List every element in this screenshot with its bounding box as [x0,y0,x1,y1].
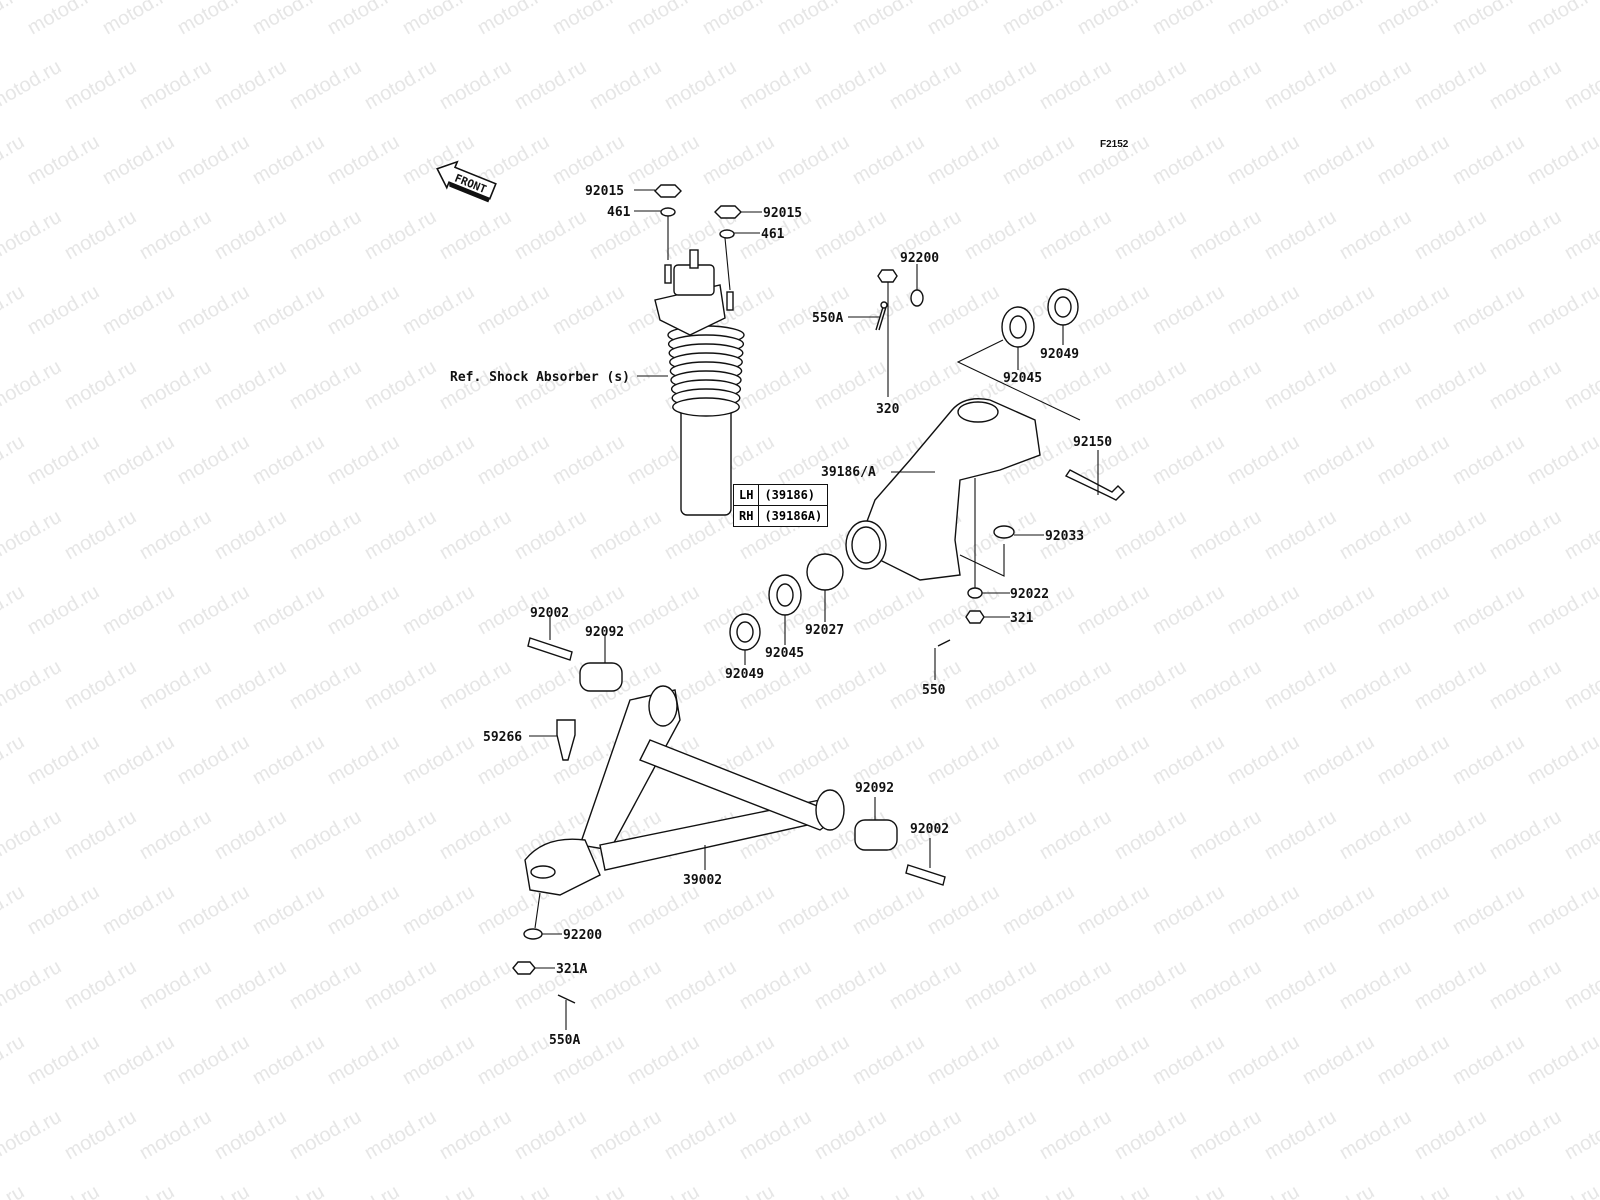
washer-92200-bottom [523,928,543,940]
nut-321A [512,961,536,975]
nut-321 [965,610,985,624]
cotter-550A-bottom [557,994,576,1004]
label-92200-top: 92200 [900,251,939,266]
label-92033: 92033 [1045,529,1084,544]
label-92015-right: 92015 [763,206,802,221]
label-92045-bottom: 92045 [765,646,804,661]
label-550A-top: 550A [812,311,843,326]
label-92045-top: 92045 [1003,371,1042,386]
label-39002: 39002 [683,873,722,888]
shock-absorber [654,249,745,516]
nut-92015-left [654,184,682,198]
label-92200-bottom: 92200 [563,928,602,943]
circlip-92033 [993,525,1015,539]
steering-knuckle [845,398,1041,581]
label-92015-left: 92015 [585,184,624,199]
a-arm-39002 [524,685,845,896]
figure-code: F2152 [1100,139,1129,150]
label-550: 550 [922,683,946,698]
washer-461-left [660,207,676,217]
variant-side: RH [732,505,760,527]
washer-461-right [719,229,735,239]
bolt-92150 [1064,469,1125,501]
bushing-92092-left [579,662,623,692]
label-92022: 92022 [1010,587,1049,602]
nut-320 [877,269,898,283]
spring-coil [672,397,740,417]
variant-side: LH [732,484,760,506]
variant-part: (39186A) [758,505,829,527]
label-92092-left: 92092 [585,625,624,640]
label-92002-left: 92002 [530,606,569,621]
label-320: 320 [876,402,900,417]
label-321: 321 [1010,611,1034,626]
label-92027: 92027 [805,623,844,638]
label-550A-bottom: 550A [549,1033,580,1048]
leader-lines [529,189,1099,1030]
bolt-92002-left [527,637,573,661]
reference-note: Ref. Shock Absorber (s) [450,370,630,385]
label-92049-bottom: 92049 [725,667,764,682]
cotter-550 [937,639,951,647]
bushing-92092-right [854,819,898,851]
label-59266: 59266 [483,730,522,745]
label-461-left: 461 [607,205,631,220]
variant-part: (39186) [758,484,829,506]
bolt-92002-right [905,864,946,886]
label-92002-right: 92002 [910,822,949,837]
cotter-550A-top [875,306,887,331]
label-92092-right: 92092 [855,781,894,796]
balljoint-59266 [556,719,576,761]
label-92150: 92150 [1073,435,1112,450]
nut-92015-right [714,205,742,219]
label-92049-top: 92049 [1040,347,1079,362]
label-461-right: 461 [761,227,785,242]
washer-92200-top [910,289,924,307]
washer-92022 [967,587,983,599]
label-321A: 321A [556,962,587,977]
variant-row: RH (39186A) [732,505,829,527]
label-39186A: 39186/A [821,465,876,480]
front-arrow-icon: FRONT [436,160,497,203]
spacer-92027 [806,553,844,591]
lh-rh-variant-table: LH (39186) RH (39186A) [732,484,829,527]
variant-row: LH (39186) [732,484,829,506]
